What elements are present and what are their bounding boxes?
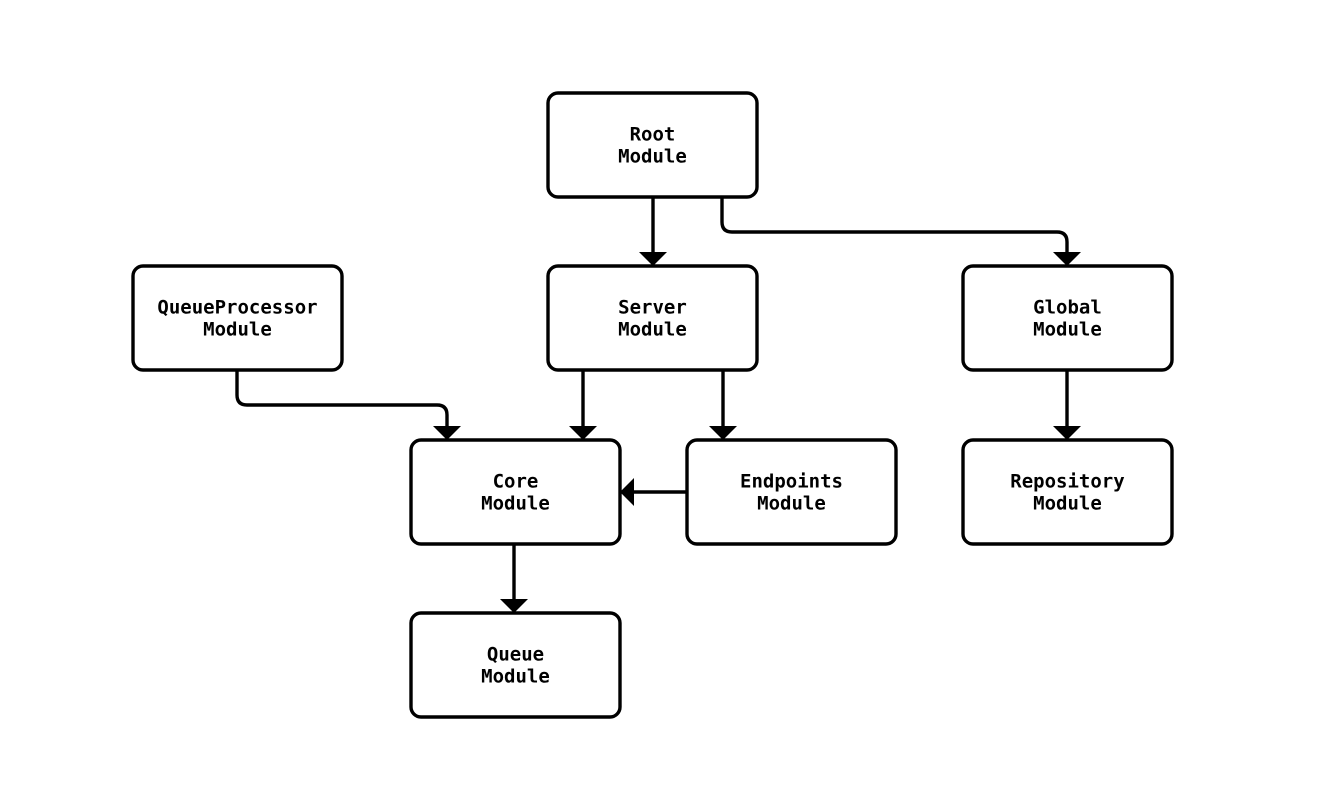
- node-core-box: [409, 438, 622, 546]
- edge-queueprocessor-to-core: [235, 370, 461, 440]
- node-queue-box: [409, 611, 622, 719]
- node-repository-box: [961, 438, 1174, 546]
- node-endpoints-box: [685, 438, 898, 546]
- node-global-box: [961, 264, 1174, 372]
- node-root-box: [546, 91, 759, 199]
- edge-layer: [235, 197, 1081, 613]
- edge-root-to-global: [720, 197, 1081, 266]
- node-queueprocessor-box: [131, 264, 344, 372]
- node-server-box: [546, 264, 759, 372]
